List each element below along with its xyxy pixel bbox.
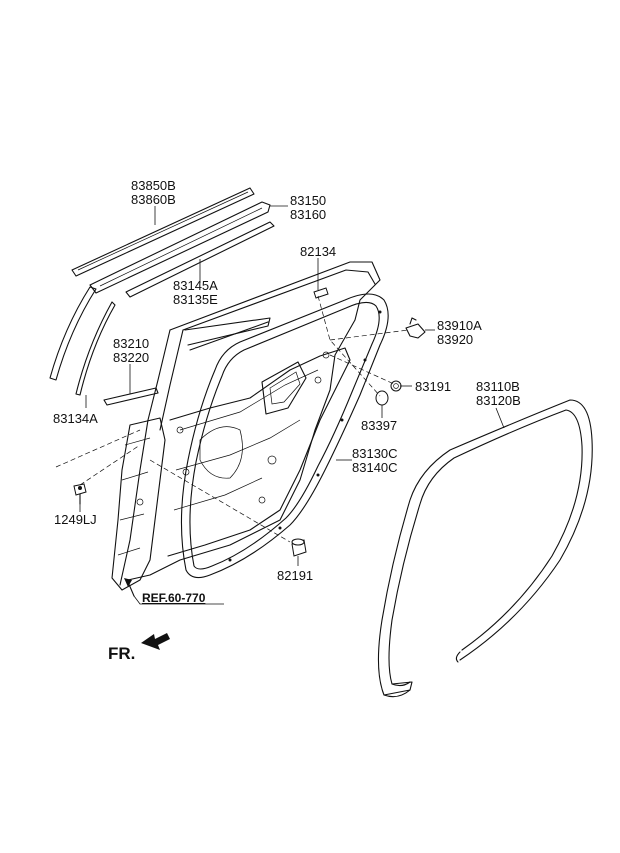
label-83130C: 83130C [352, 446, 398, 461]
label-82134: 82134 [300, 244, 337, 259]
ref-label[interactable]: REF.60-770 [142, 591, 206, 605]
label-83191: 83191 [415, 379, 452, 394]
door-frame [119, 261, 381, 586]
label-82191: 82191 [277, 568, 314, 583]
clip-82134 [313, 287, 329, 299]
label-83860B: 83860B [131, 192, 176, 207]
label-83397: 83397 [361, 418, 398, 433]
label-83135E: 83135E [173, 292, 218, 307]
door-inner-panel [111, 347, 351, 591]
screw-1249LJ [73, 483, 87, 505]
strip-83210 [103, 387, 159, 406]
ref-arrow [124, 578, 224, 605]
label-83150: 83150 [290, 193, 327, 208]
label-83134A: 83134A [53, 411, 98, 426]
assembly-dash-lines [55, 295, 409, 543]
label-83160: 83160 [290, 207, 327, 222]
bumper-82191 [291, 538, 307, 557]
label-83920: 83920 [437, 332, 474, 347]
label-83140C: 83140C [352, 460, 398, 475]
fr-arrow [141, 633, 170, 650]
channel-83134A [49, 286, 116, 396]
grommet-83191 [390, 380, 402, 392]
weatherstrip-83130C [180, 293, 389, 579]
weatherstrip-83110B [377, 399, 593, 698]
label-1249LJ: 1249LJ [54, 512, 97, 527]
label-83220: 83220 [113, 350, 150, 365]
leader-lines [79, 205, 505, 566]
label-83210: 83210 [113, 336, 150, 351]
label-83145A: 83145A [173, 278, 218, 293]
belt-moulding-83850B [71, 187, 255, 277]
front-direction-label: FR. [108, 644, 136, 663]
label-83910A: 83910A [437, 318, 482, 333]
label-83120B: 83120B [476, 393, 521, 408]
label-83850B: 83850B [131, 178, 176, 193]
weatherstrip-83145A [125, 221, 275, 298]
garnish-83150 [89, 201, 271, 294]
bracket-83910A [405, 317, 426, 339]
plug-83397 [375, 390, 389, 406]
label-83110B: 83110B [476, 379, 520, 394]
